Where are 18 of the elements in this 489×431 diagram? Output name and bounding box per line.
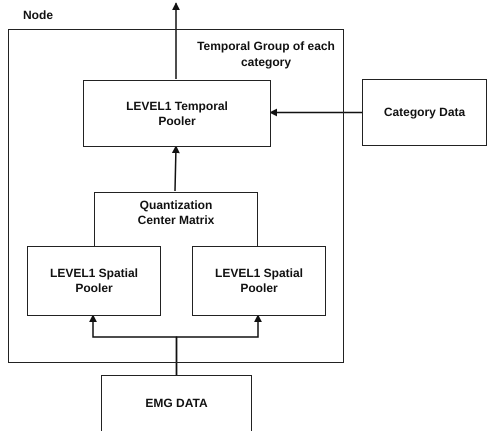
input-box <box>362 79 487 146</box>
arrow <box>176 314 262 375</box>
box-label: Quantization Center Matrix <box>136 198 216 228</box>
box-label: Category Data <box>384 105 466 120</box>
process-box <box>192 246 326 316</box>
process-box <box>83 80 271 147</box>
input-box <box>101 375 252 431</box>
box-label: LEVEL1 Spatial Pooler <box>214 266 304 296</box>
arrow <box>269 108 362 116</box>
process-box <box>94 192 258 246</box>
arrow <box>172 2 180 79</box>
box-label: LEVEL1 Temporal Pooler <box>125 98 229 128</box>
box-label: EMG DATA <box>145 396 208 411</box>
output-label: Temporal Group of each category <box>196 38 336 70</box>
container-title: Node <box>23 8 53 23</box>
box-label: LEVEL1 Spatial Pooler <box>48 266 140 296</box>
arrow <box>172 145 180 192</box>
process-box <box>27 246 161 316</box>
